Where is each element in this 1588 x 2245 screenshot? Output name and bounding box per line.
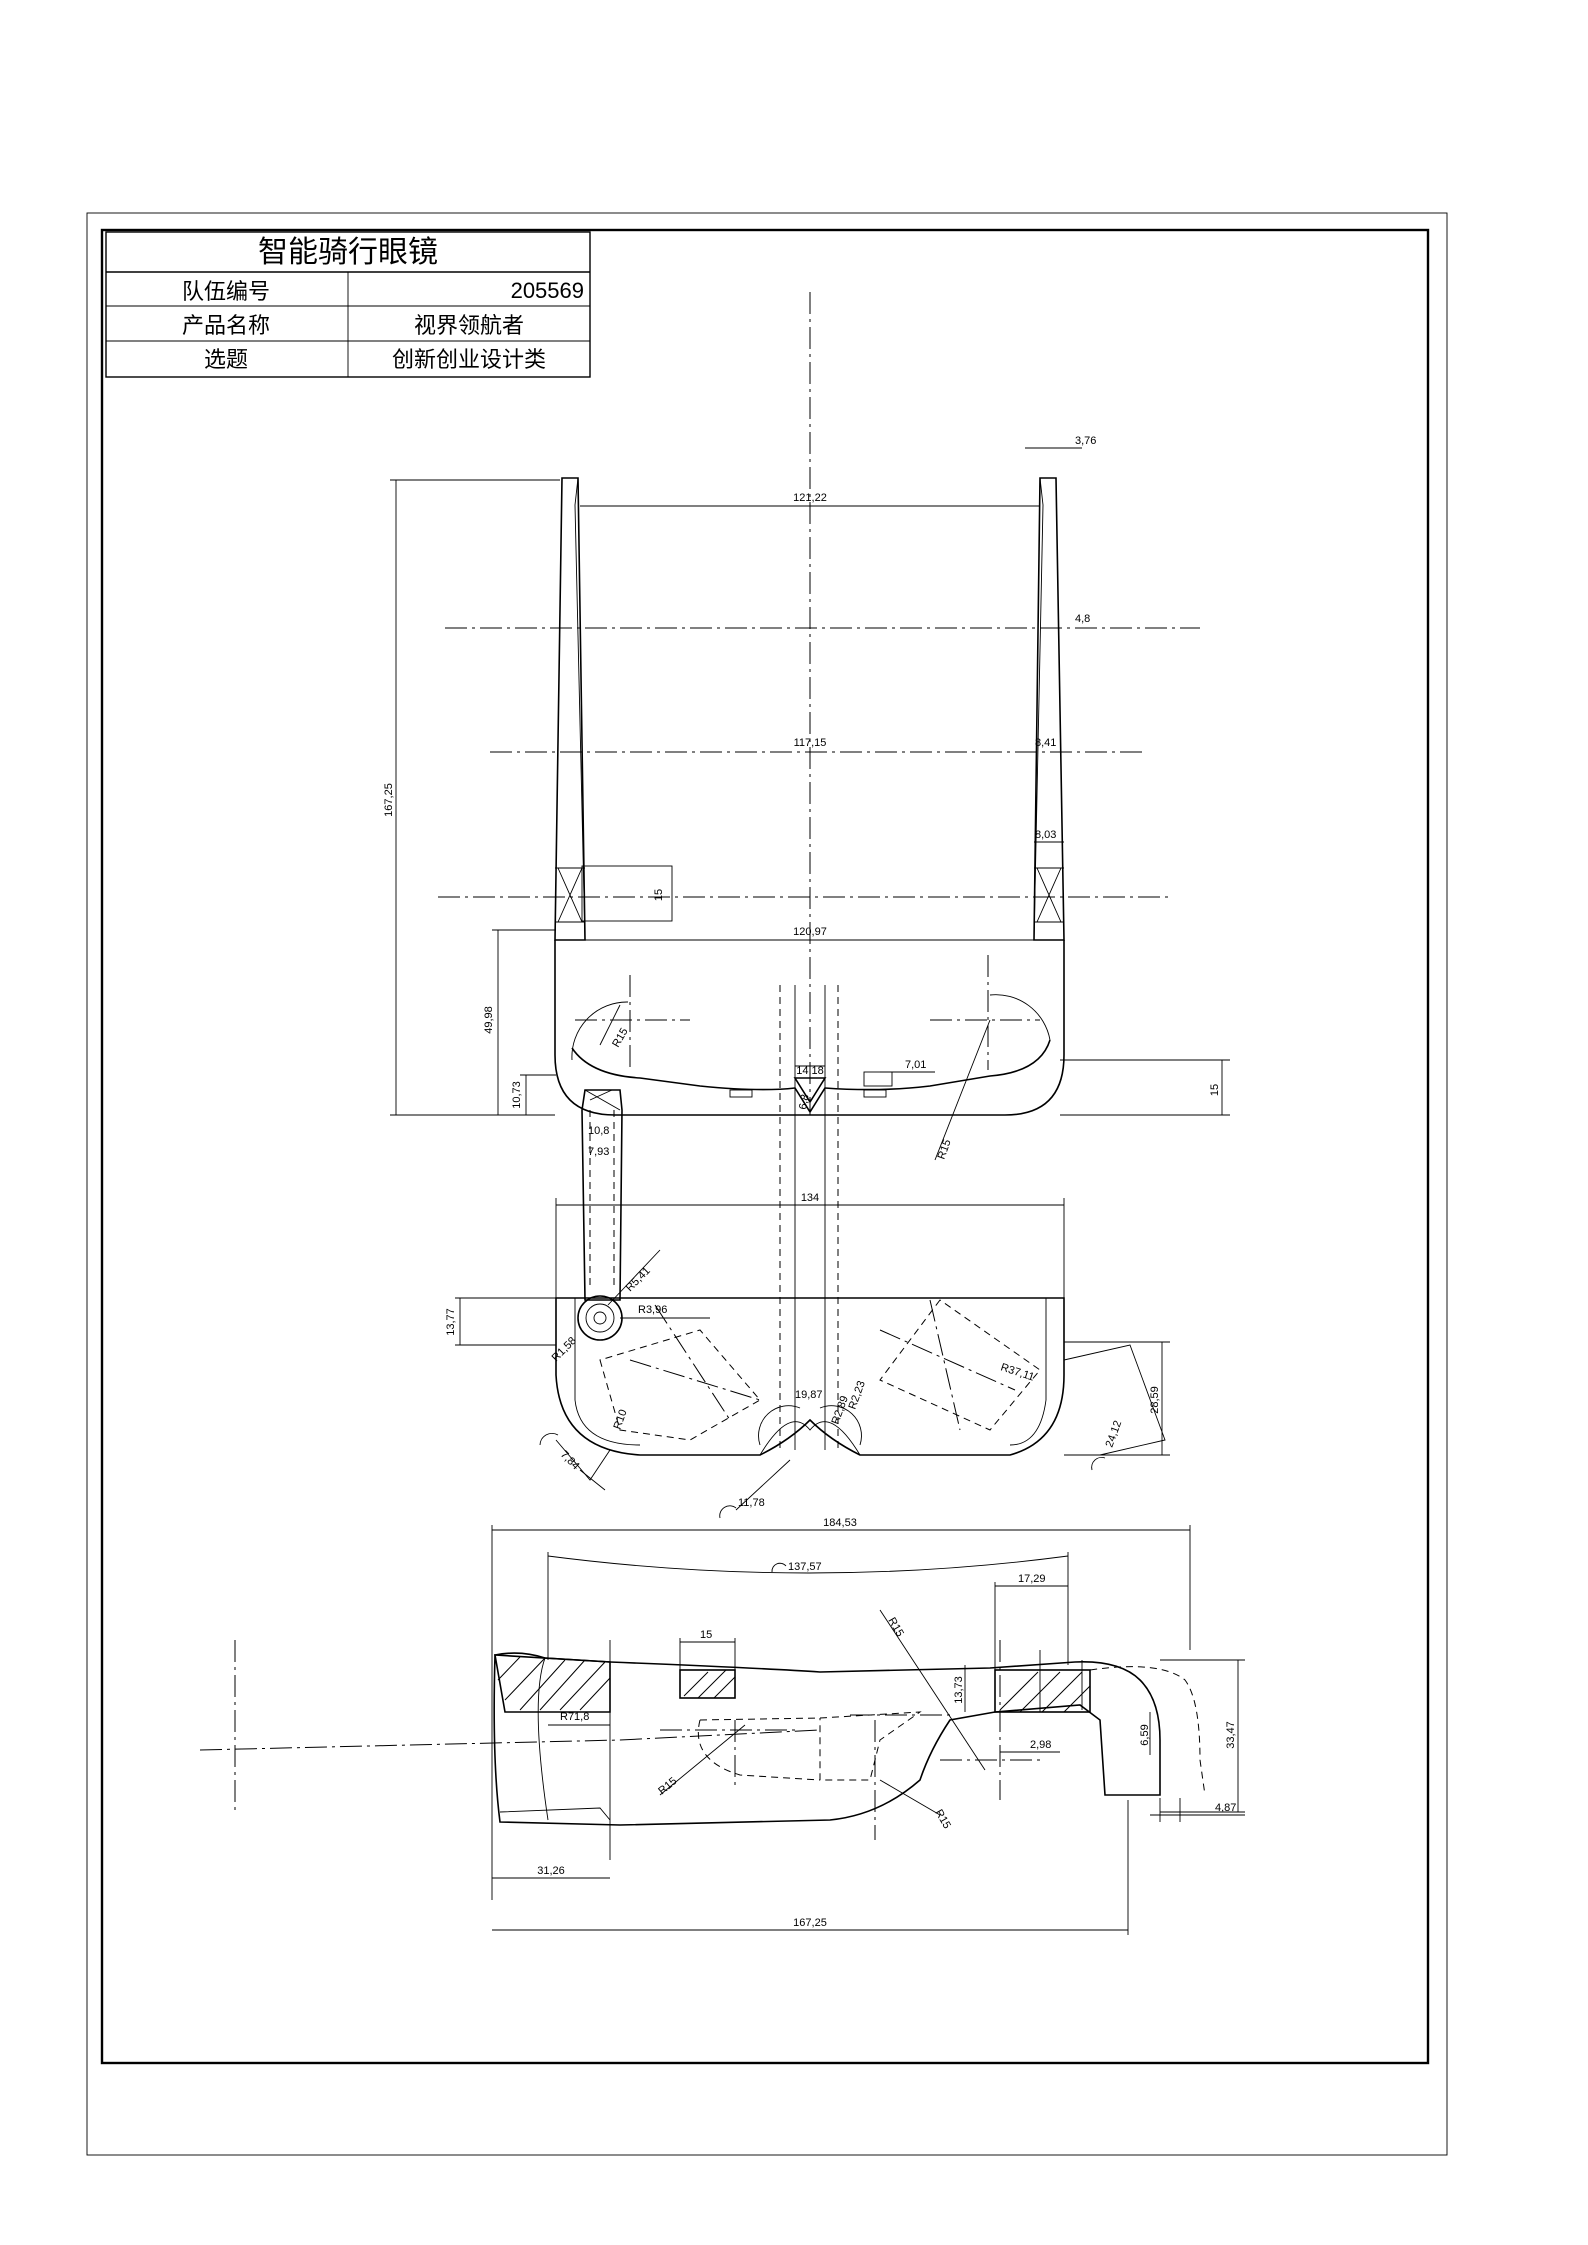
side-dimensions: 184,53 137,57 17,29 15 R15 13,73 R71,8 2… [491, 1517, 1245, 1935]
dim-top-784: 7,84 [558, 1449, 582, 1473]
dim-top-r158: R1,58 [550, 1335, 579, 1364]
front-dimensions: 167,25 121,22 3,76 4,8 117,15 8,41 8,03 … [383, 435, 1230, 1161]
dim-side-16725: 167,25 [793, 1917, 827, 1929]
dim-front-15a: 15 [653, 889, 665, 901]
dim-top-r223: R2,23 [847, 1379, 868, 1411]
dim-front-r15-left: R15 [610, 1026, 630, 1049]
dim-side-r15-top: R15 [885, 1616, 905, 1639]
team-id-value: 205569 [511, 278, 584, 303]
dim-front-117: 117,15 [794, 737, 827, 749]
dim-top-r3711: R37,11 [999, 1361, 1036, 1383]
dim-front-376: 3,76 [1075, 435, 1096, 447]
dim-side-659: 6,59 [1139, 1724, 1151, 1745]
dim-front-1418: 14,18 [796, 1065, 824, 1077]
dim-top-r396: R3,96 [638, 1304, 667, 1316]
topic-label: 选题 [204, 348, 248, 373]
outer-border [86, 212, 1448, 2156]
dim-front-108: 10,8 [588, 1125, 609, 1137]
dim-side-3126: 31,26 [537, 1865, 565, 1877]
dim-front-r15-right: R15 [936, 1138, 954, 1161]
dim-top-2412: 24,12 [1104, 1419, 1125, 1449]
top-dimensions: 134 R5,41 R3,96 13,77 R1,58 R37,11 28,59… [445, 1192, 1161, 1519]
inner-border [100, 228, 1430, 2065]
front-view [438, 292, 1200, 1450]
dim-side-18453: 184,53 [823, 1517, 857, 1529]
dim-top-r541: R5,41 [624, 1265, 653, 1294]
product-name-label: 产品名称 [182, 314, 270, 339]
dim-front-4998: 49,98 [483, 1006, 495, 1034]
dim-front-121: 121,22 [793, 492, 827, 504]
side-view [199, 1640, 1206, 1860]
dim-top-1178: 11,78 [738, 1497, 765, 1509]
dim-front-793: 7,93 [588, 1146, 609, 1158]
dim-side-13757: 137,57 [788, 1561, 822, 1573]
dim-front-841: 8,41 [1035, 737, 1056, 749]
dim-side-r15-bottom: R15 [932, 1808, 952, 1831]
dim-top-2859: 28,59 [1149, 1386, 1161, 1414]
title-block: 智能骑行眼镜 队伍编号 205569 产品名称 视界领航者 选题 创新创业设计类 [105, 231, 591, 378]
dim-top-1987: 19,87 [795, 1389, 823, 1401]
dim-top-1377: 13,77 [445, 1308, 457, 1336]
dim-front-803: 8,03 [1035, 829, 1056, 841]
dim-front-68: 6,8 [797, 1093, 811, 1110]
dim-side-487: 4,87 [1215, 1802, 1236, 1814]
dim-front-height: 167,25 [383, 783, 395, 817]
product-name-value: 视界领航者 [414, 314, 524, 339]
dim-side-298: 2,98 [1030, 1739, 1051, 1751]
top-view [555, 1089, 1170, 1481]
dim-front-1073: 10,73 [511, 1081, 523, 1109]
team-id-label: 队伍编号 [182, 280, 270, 305]
dim-side-15: 15 [700, 1629, 712, 1641]
left-hatch [497, 1656, 611, 1711]
dim-side-3347: 33,47 [1225, 1721, 1237, 1749]
dim-top-134: 134 [801, 1192, 819, 1204]
dim-front-701: 7,01 [905, 1059, 926, 1071]
dim-side-r15-left: R15 [656, 1775, 679, 1797]
dim-front-48: 4,8 [1075, 613, 1090, 625]
dim-side-r718: R71,8 [560, 1711, 589, 1723]
title-text: 智能骑行眼镜 [258, 235, 438, 270]
dim-front-15b: 15 [1209, 1084, 1221, 1096]
dim-side-1373: 13,73 [953, 1676, 965, 1704]
dim-front-120: 120,97 [793, 926, 827, 938]
topic-value: 创新创业设计类 [392, 348, 546, 373]
dim-side-1729: 17,29 [1018, 1573, 1046, 1585]
